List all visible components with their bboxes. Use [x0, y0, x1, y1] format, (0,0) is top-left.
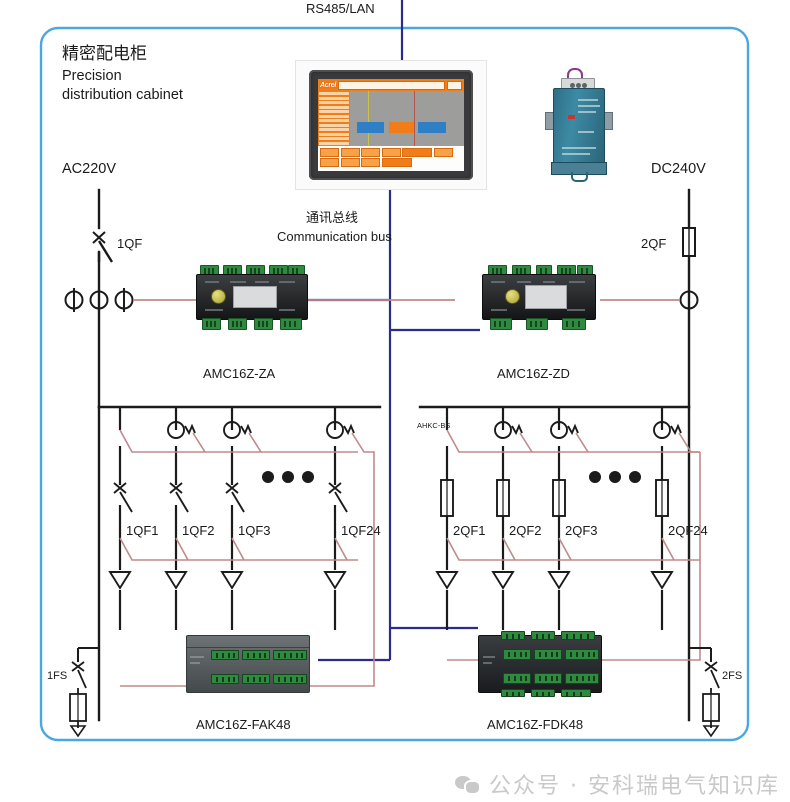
cabinet-title-en-1: Precision — [62, 68, 122, 84]
din-rail-power-supply — [545, 68, 613, 182]
main-fuse-2qf — [682, 227, 696, 257]
aux-label-2fs: 2FS — [722, 670, 742, 682]
acrel-logo: Acrel — [320, 81, 337, 89]
device-amc16z-fak48 — [186, 635, 310, 693]
device-amc16z-za — [196, 265, 308, 330]
comm-bus-label-cn: 通讯总线 — [306, 211, 358, 226]
left-supply-label: AC220V — [62, 161, 116, 177]
hmi-title-bar: Acrel — [318, 79, 464, 92]
footer-watermark: 公众号 · 安科瑞电气知识库 — [455, 768, 780, 800]
amc16z-za-display — [233, 286, 277, 308]
left-branch-circuits — [108, 407, 375, 687]
hmi-screen[interactable]: Acrel — [318, 79, 464, 171]
aux-circuit-2fs — [689, 647, 720, 738]
main-breaker-1qf — [92, 231, 114, 263]
hmi-bezel: Acrel — [309, 70, 473, 180]
main-fuse-2qf-label: 2QF — [641, 236, 666, 251]
psu-din-clip — [571, 172, 588, 182]
power-wiring — [97, 188, 691, 722]
device-amc16z-zd — [482, 265, 596, 330]
psu-wire-loop — [567, 68, 583, 83]
hmi-button-bar[interactable] — [318, 145, 464, 171]
meter-left-label: AMC16Z-ZA — [203, 366, 276, 381]
aux-label-1fs: 1FS — [47, 670, 67, 682]
psu-base — [551, 162, 607, 175]
hmi-mimic-diagram — [350, 91, 464, 146]
branch-label-1qf2: 1QF2 — [182, 523, 215, 538]
aux-circuit-1fs — [69, 647, 99, 738]
branch-label-2qf2: 2QF2 — [509, 523, 542, 538]
main-breaker-1qf-label: 1QF — [117, 236, 142, 251]
amc16z-za-body — [196, 274, 308, 320]
fak48-body — [186, 635, 310, 693]
ct-dc240v — [679, 288, 699, 312]
amc16z-zd-body — [482, 274, 596, 320]
psu-body — [553, 88, 605, 168]
hmi-status-chip — [447, 80, 462, 90]
wechat-bubble-icon — [455, 774, 481, 795]
cabinet-enclosure — [39, 26, 750, 742]
fdk48-body — [478, 631, 602, 697]
left-branch-ellipsis — [262, 471, 314, 483]
comm-bus-label-en: Communication bus — [277, 229, 392, 244]
hmi-menu-list[interactable] — [318, 91, 350, 146]
amc16z-zd-display — [525, 285, 567, 309]
hmi-touch-panel[interactable]: Acrel — [295, 60, 487, 190]
right-supply-label: DC240V — [651, 161, 706, 177]
branch-label-1qf24: 1QF24 — [341, 523, 381, 538]
right-branch-circuits — [435, 407, 701, 661]
module-left-label: AMC16Z-FAK48 — [196, 717, 291, 732]
device-amc16z-fdk48 — [478, 631, 602, 697]
hmi-title-field — [338, 80, 445, 90]
amc16z-za-dial — [211, 289, 226, 304]
watermark-text: 公众号 · 安科瑞电气知识库 — [489, 774, 780, 799]
branch-label-2qf3: 2QF3 — [565, 523, 598, 538]
branch-label-2qf24: 2QF24 — [668, 523, 708, 538]
network-label: RS485/LAN — [306, 1, 375, 16]
cabinet-title-cn: 精密配电柜 — [62, 44, 147, 64]
meter-right-label: AMC16Z-ZD — [497, 366, 570, 381]
sensor-label: AHKC-BS — [417, 421, 450, 430]
right-branch-ellipsis — [589, 471, 641, 483]
branch-label-2qf1: 2QF1 — [453, 523, 486, 538]
branch-label-1qf1: 1QF1 — [126, 523, 159, 538]
module-right-label: AMC16Z-FDK48 — [487, 717, 583, 732]
amc16z-zd-dial — [505, 289, 520, 304]
cabinet-title-en-2: distribution cabinet — [62, 87, 183, 103]
hmi-body — [318, 91, 464, 146]
ct-group-ac220v — [64, 288, 134, 312]
branch-label-1qf3: 1QF3 — [238, 523, 271, 538]
psu-indicator-led — [568, 115, 575, 119]
